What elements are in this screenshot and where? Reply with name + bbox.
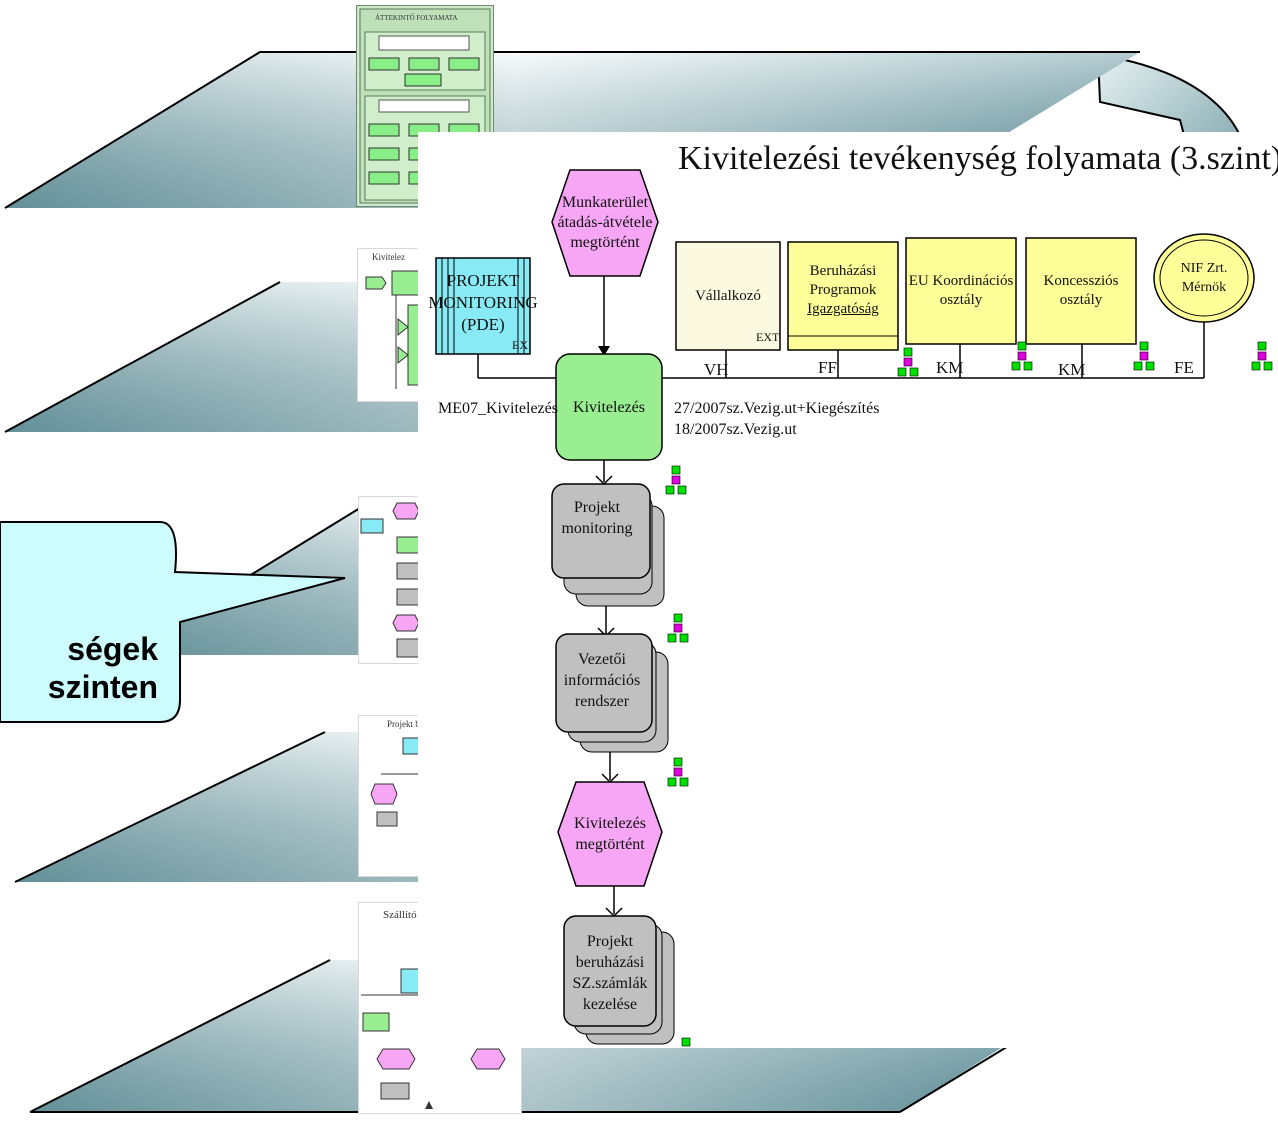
subprocess-2-line-3: rendszer [574, 692, 630, 710]
start-event[interactable]: Munkaterület átadás-átvétele megtörtént [552, 170, 658, 276]
subprocess-project-monitoring[interactable]: Projekt monitoring [552, 488, 642, 548]
org-unit-nif-line-1: NIF Zrt. [1180, 261, 1228, 276]
orgchart-icon-3 [1133, 341, 1155, 371]
last-process-line-4: kezelése [582, 996, 638, 1013]
code-fe: FE [1174, 358, 1194, 377]
org-unit-investment-line-2: Programok [809, 281, 877, 298]
subprocess-1-line-1: Projekt [573, 499, 621, 516]
code-km-2: KM [1058, 360, 1086, 379]
orgchart-icon-4 [1251, 341, 1273, 371]
org-unit-investment-line-1: Beruházási [809, 262, 877, 279]
org-unit-eu-coordination[interactable]: EU Koordinációs osztály [906, 238, 1016, 344]
callout-line-2: szinten [47, 669, 158, 705]
subprocess-1-line-2: monitoring [561, 520, 633, 537]
last-process-line-3: SZ.számlák [572, 975, 648, 992]
orgchart-icon-2 [1011, 341, 1033, 371]
thumbnail-level4: Projekt b [358, 715, 422, 877]
monitoring-line-3: (PDE) [461, 315, 505, 334]
monitoring-line-2: MONITORING [428, 293, 538, 312]
monitoring-tag: EX [512, 338, 528, 352]
callout-bubble [0, 521, 346, 723]
orgchart-icon-6 [667, 613, 689, 643]
thumbnail-level4-title: Projekt b [387, 719, 420, 729]
end-event-line-2: megtörtént [575, 836, 645, 853]
end-event-line-1: Kivitelezés [574, 815, 646, 832]
org-unit-contractor-tag: EXT [756, 330, 780, 344]
orgchart-icon-8-partial [681, 1037, 691, 1047]
code-vh: VH [704, 360, 729, 379]
thumbnail-level5-title: Szállító [383, 909, 417, 921]
start-event-line-2: átadás-átvétele [557, 214, 653, 231]
thumbnail-level2-title: Kivitelez [372, 252, 405, 262]
callout-text: ségek szinten [0, 630, 180, 706]
subprocess-management-info-system[interactable]: Vezetői információs rendszer [556, 638, 648, 722]
callout-line-1: ségek [67, 631, 158, 667]
start-event-shape [551, 169, 659, 277]
org-unit-concession-line-1: Koncessziós [1043, 273, 1119, 289]
last-process-line-1: Projekt [586, 933, 634, 950]
org-unit-contractor[interactable]: Vállalkozó [676, 242, 780, 350]
org-unit-concession[interactable]: Koncessziós osztály [1026, 238, 1136, 344]
org-unit-investment-line-3: Igazgatóság [807, 300, 879, 317]
start-event-line-3: megtörtént [570, 234, 640, 251]
last-process-line-2: beruházási [575, 954, 645, 971]
org-unit-investment-directorate[interactable]: Beruházási Programok Igazgatóság [788, 244, 898, 336]
regulation-2: 18/2007sz.Vezig.ut [674, 421, 797, 438]
orgchart-icon-7 [667, 757, 689, 787]
main-function-label: Kivitelezés [573, 398, 645, 416]
orgchart-icon-5 [665, 465, 687, 495]
org-unit-contractor-label: Vállalkozó [695, 287, 761, 304]
org-unit-eu-line-1: EU Koordinációs [908, 273, 1014, 289]
regulation-1: 27/2007sz.Vezig.ut+Kiegészítés [674, 400, 880, 417]
diagram-shapes [435, 169, 1273, 1047]
diagram-title: Kivitelezési tevékenység folyamata (3.sz… [678, 140, 1278, 177]
subprocess-invoice-handling[interactable]: Projekt beruházási SZ.számlák kezelése [564, 922, 656, 1024]
end-event[interactable]: Kivitelezés megtörtént [558, 782, 662, 886]
start-event-line-1: Munkaterület [561, 194, 649, 211]
subprocess-2-line-2: információs [563, 671, 641, 689]
end-event-shape [557, 781, 663, 887]
org-unit-nif-line-2: Mérnök [1181, 280, 1227, 295]
org-unit-eu-line-2: osztály [939, 292, 983, 308]
org-unit-concession-line-2: osztály [1059, 292, 1103, 308]
left-process-label: ME07_Kivitelezés [438, 400, 558, 417]
main-function[interactable]: Kivitelezés [556, 354, 662, 460]
code-km-1: KM [936, 358, 964, 377]
subprocess-2-line-1: Vezetői [578, 650, 626, 668]
orgchart-icon-1 [897, 347, 919, 377]
thumbnail-level3 [358, 496, 422, 664]
code-ff: FF [818, 358, 837, 377]
org-unit-nif-engineer[interactable]: NIF Zrt. Mérnök [1154, 234, 1254, 322]
monitoring-line-1: PROJEKT [446, 271, 520, 290]
epc-diagram: Kivitelezési tevékenység folyamata (3.sz… [418, 132, 1278, 1048]
thumbnail-overview-title: ÁTTEKINTŐ FOLYAMATA [375, 14, 458, 22]
monitoring-system[interactable]: PROJEKT MONITORING (PDE) [428, 258, 537, 348]
